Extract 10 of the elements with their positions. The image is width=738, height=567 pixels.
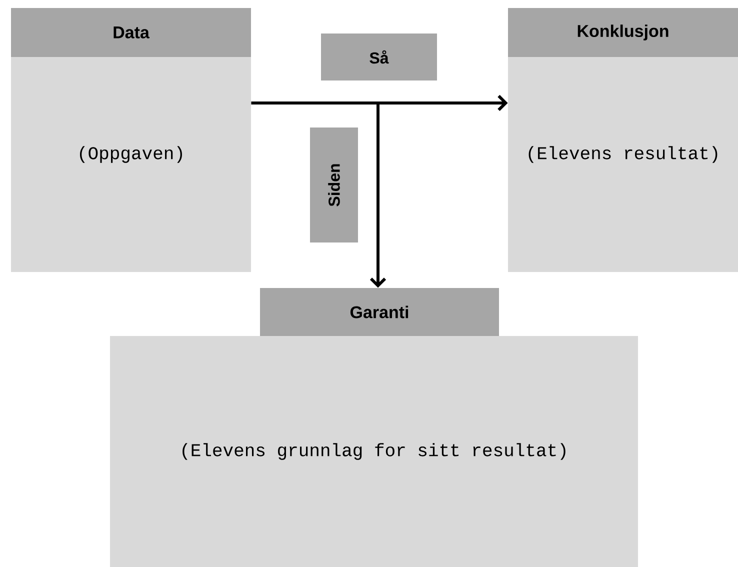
label-box: Siden (310, 128, 358, 242)
conclusion-box: Konklusjon (Elevens resultat) (508, 8, 738, 272)
node-label: Konklusjon (578, 24, 668, 40)
data-box: Data (Oppgaven) (11, 8, 251, 272)
node-label: Data (114, 26, 150, 38)
arrow (251, 94, 508, 112)
arrow (370, 103, 386, 288)
node-label: Garanti (350, 306, 408, 318)
warrant-box: Garanti (Elevens grunnlag for sitt resultat) (110, 288, 638, 567)
label-box: Så (321, 34, 437, 80)
